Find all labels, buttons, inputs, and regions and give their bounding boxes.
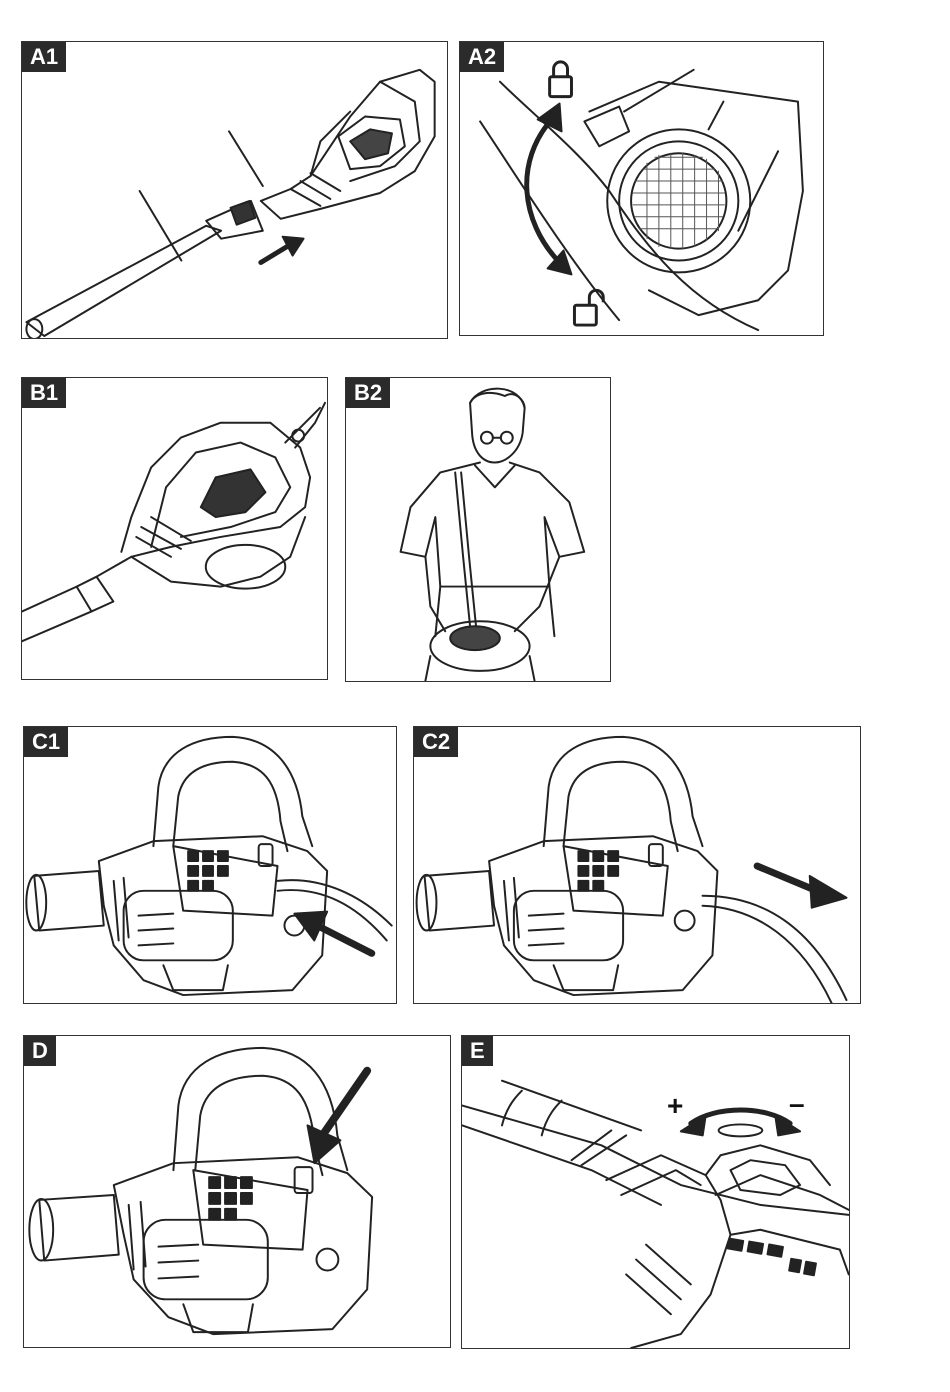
figure-b2: B2 bbox=[345, 377, 611, 682]
figure-c2: C2 bbox=[413, 726, 861, 1004]
figure-e: E + – bbox=[461, 1035, 850, 1349]
increase-sign: + bbox=[667, 1090, 683, 1122]
figure-d: D bbox=[23, 1035, 451, 1348]
cord-retainer-pull-illustration bbox=[414, 727, 860, 1003]
lock-closed-icon bbox=[550, 62, 572, 97]
on-off-switch-illustration bbox=[24, 1036, 450, 1347]
figure-label: C1 bbox=[24, 727, 68, 757]
figure-a1: A1 bbox=[21, 41, 448, 339]
decrease-sign: – bbox=[789, 1088, 805, 1120]
figure-label: E bbox=[462, 1036, 493, 1066]
air-inlet-lock-illustration bbox=[460, 42, 823, 335]
figure-label: D bbox=[24, 1036, 56, 1066]
figure-a2: A2 bbox=[459, 41, 824, 336]
cord-retainer-insert-illustration bbox=[24, 727, 396, 1003]
blower-tube-assembly-illustration bbox=[22, 42, 447, 338]
speed-control-dial-illustration bbox=[462, 1036, 849, 1348]
figure-label: A1 bbox=[22, 42, 66, 72]
figure-c1: C1 bbox=[23, 726, 397, 1004]
figure-label: C2 bbox=[414, 727, 458, 757]
person-wearing-shoulder-strap-illustration bbox=[346, 378, 610, 681]
figure-label: B1 bbox=[22, 378, 66, 408]
blower-shoulder-strap-attachment-illustration bbox=[22, 378, 327, 679]
figure-label: B2 bbox=[346, 378, 390, 408]
figure-b1: B1 bbox=[21, 377, 328, 680]
figure-label: A2 bbox=[460, 42, 504, 72]
